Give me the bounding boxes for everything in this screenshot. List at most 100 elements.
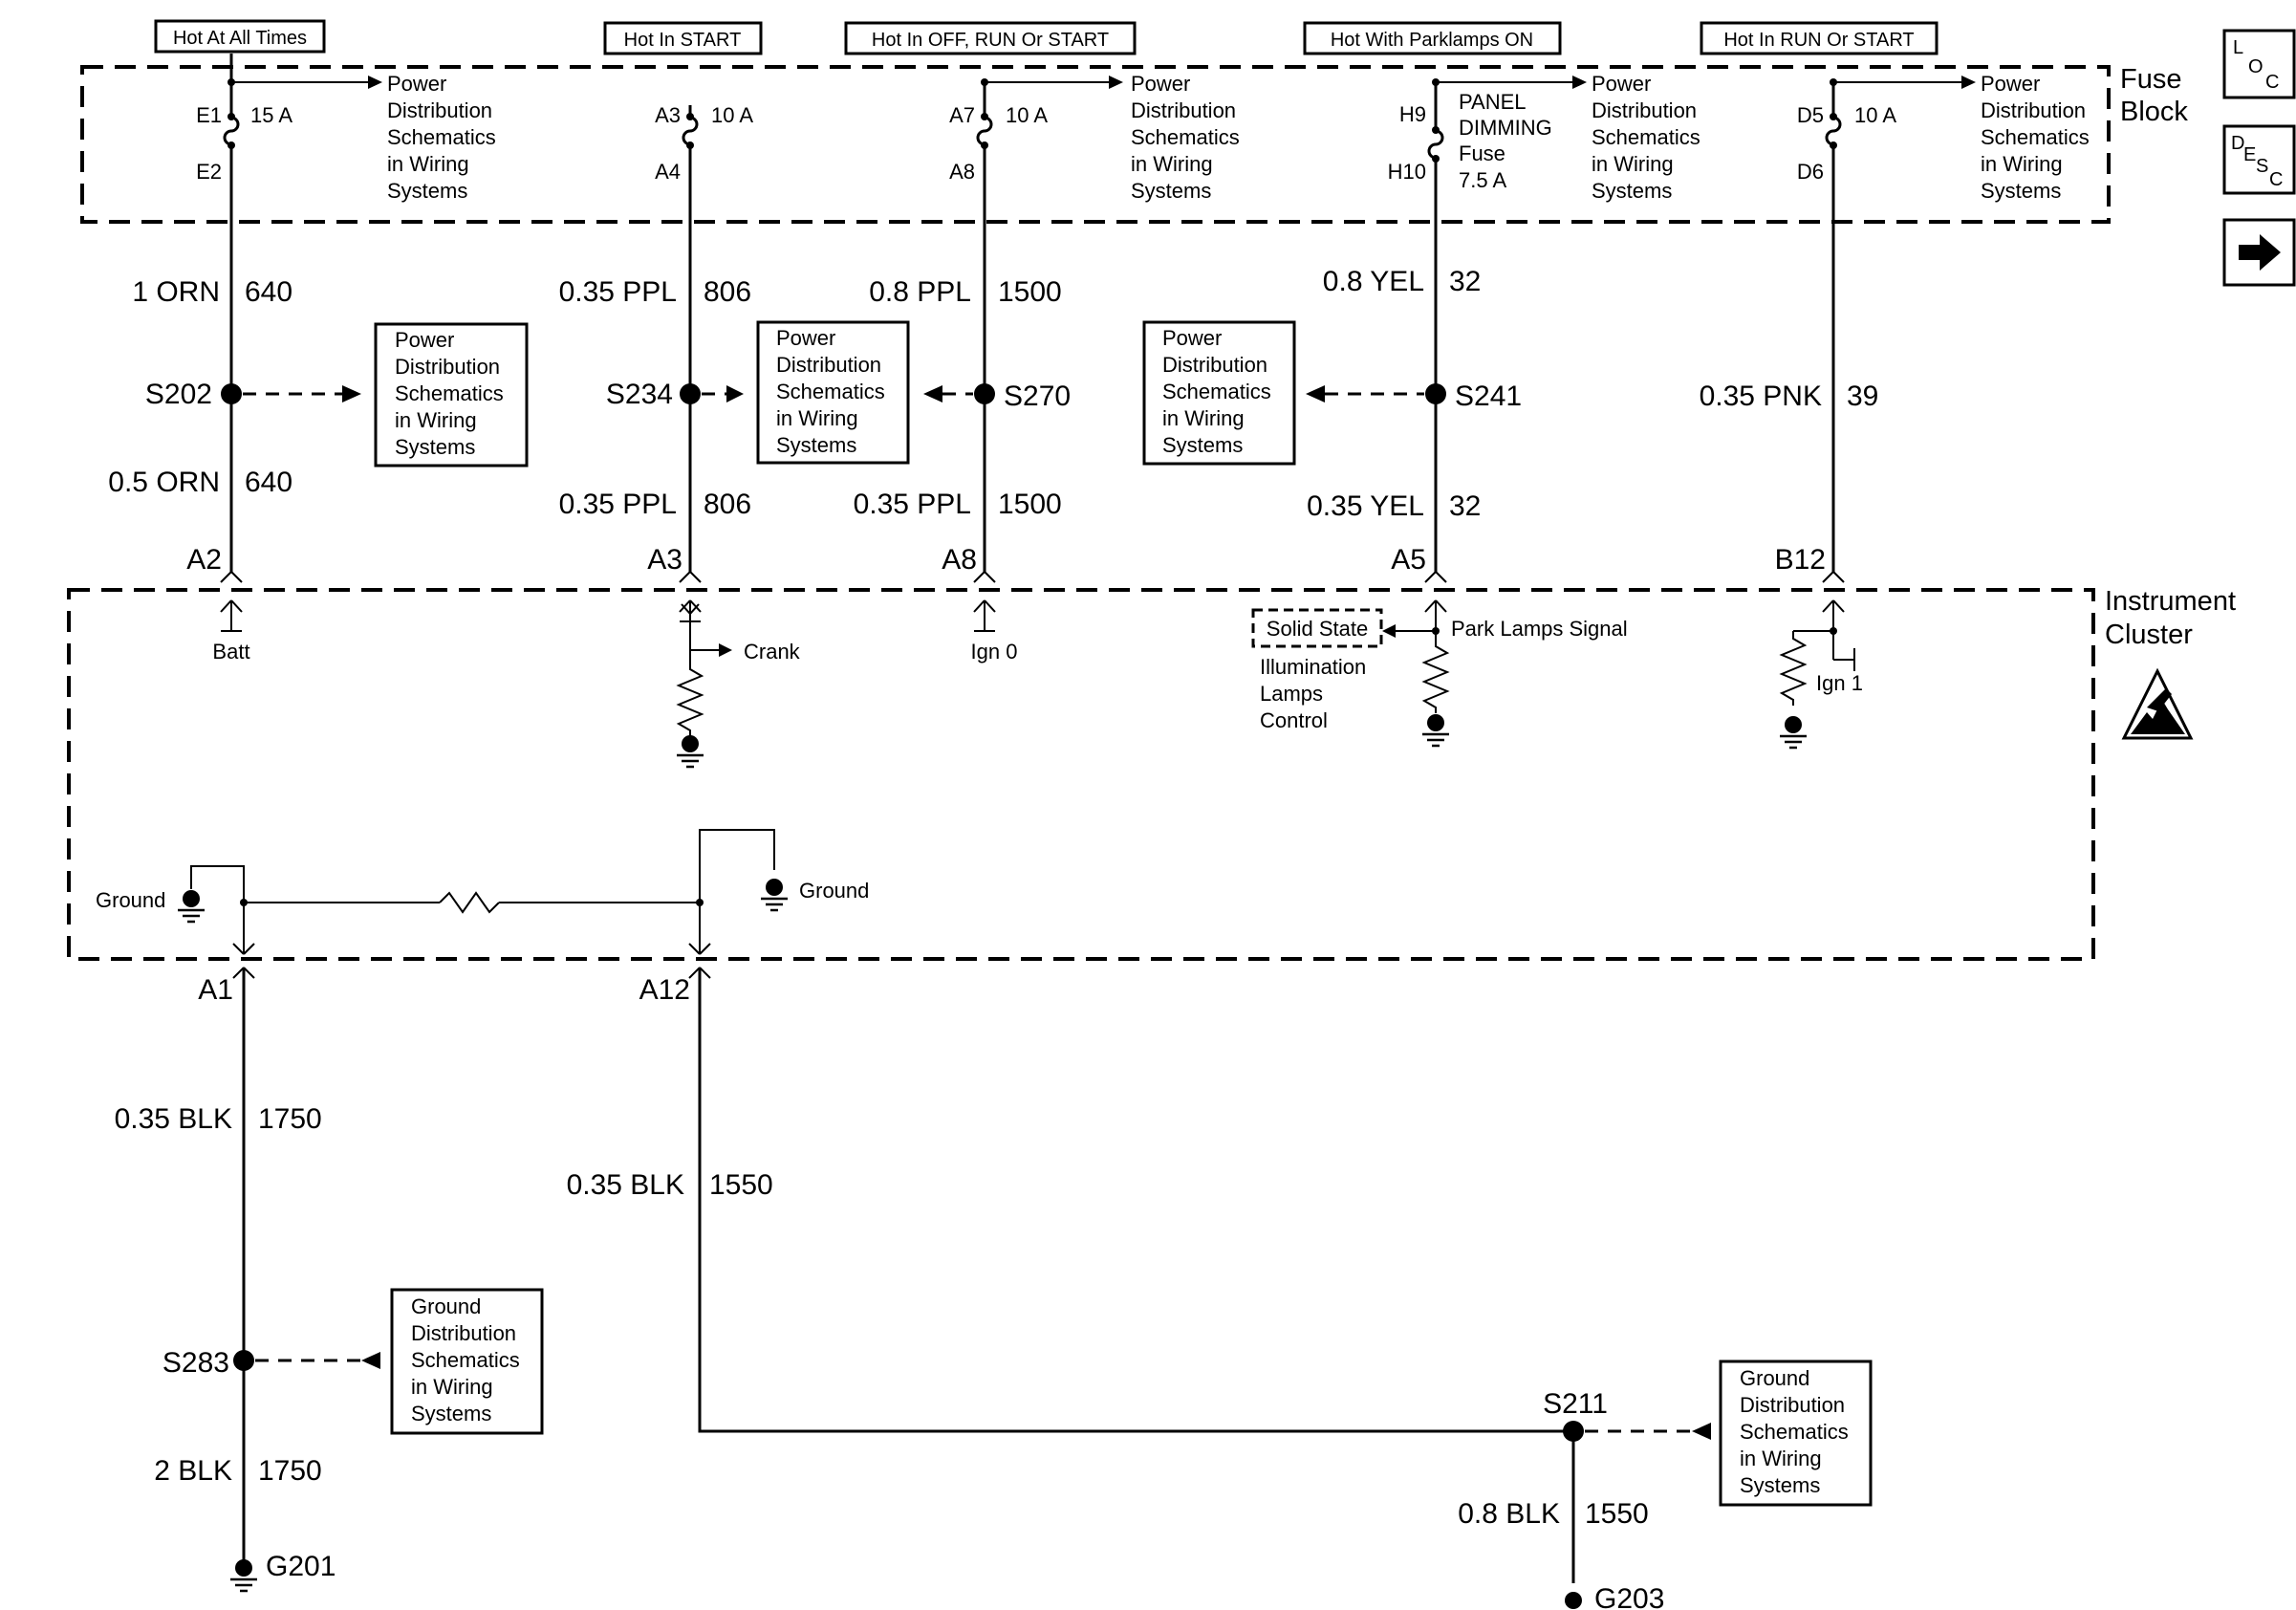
- svg-text:in Wiring: in Wiring: [411, 1375, 493, 1399]
- svg-text:Schematics: Schematics: [1740, 1420, 1849, 1444]
- instrument-cluster-label: Instrument: [2105, 586, 2236, 617]
- desc-button[interactable]: D E S C: [2222, 124, 2296, 195]
- splice-s211: [1563, 1421, 1584, 1442]
- fuse-power-refs: Power Distribution Schematics in Wiring …: [227, 72, 2090, 203]
- svg-text:Distribution: Distribution: [1131, 98, 1236, 122]
- svg-text:A2: A2: [186, 544, 222, 576]
- svg-text:in Wiring: in Wiring: [1981, 152, 2063, 176]
- svg-text:0.35 YEL: 0.35 YEL: [1307, 490, 1424, 522]
- svg-text:Cluster: Cluster: [2105, 620, 2193, 650]
- svg-text:Power: Power: [1162, 326, 1222, 350]
- instrument-cluster-outline: [67, 588, 2095, 961]
- svg-text:Schematics: Schematics: [1131, 125, 1240, 149]
- next-arrow-button[interactable]: [2222, 218, 2296, 287]
- svg-text:Schematics: Schematics: [1592, 125, 1700, 149]
- fuse-2: A3 A4 10 A: [655, 103, 753, 184]
- svg-text:S270: S270: [1004, 381, 1071, 412]
- svg-text:A8: A8: [942, 544, 977, 576]
- splice-s270: [974, 383, 995, 404]
- svg-text:G201: G201: [266, 1551, 336, 1582]
- svg-text:Block: Block: [2120, 97, 2188, 127]
- svg-text:A7: A7: [949, 103, 975, 127]
- loc-button[interactable]: L O C: [2222, 29, 2296, 99]
- svg-text:A8: A8: [949, 160, 975, 184]
- fuse-1: E1 E2 15 A: [196, 54, 292, 184]
- svg-text:0.35 PNK: 0.35 PNK: [1700, 381, 1822, 412]
- svg-text:1550: 1550: [1585, 1498, 1649, 1530]
- svg-text:Systems: Systems: [1981, 179, 2061, 203]
- svg-text:Systems: Systems: [387, 179, 467, 203]
- svg-text:Ign 0: Ign 0: [971, 640, 1018, 664]
- svg-text:Schematics: Schematics: [387, 125, 496, 149]
- svg-text:0.35 PPL: 0.35 PPL: [559, 276, 677, 308]
- power-ref-box-1: Power Distribution Schematics in Wiring …: [374, 322, 529, 468]
- svg-text:DIMMING: DIMMING: [1459, 116, 1552, 140]
- svg-text:0.35 PPL: 0.35 PPL: [559, 489, 677, 520]
- svg-text:Schematics: Schematics: [776, 380, 885, 403]
- svg-text:0.8 YEL: 0.8 YEL: [1323, 266, 1424, 297]
- svg-text:A1: A1: [198, 974, 233, 1006]
- svg-text:in Wiring: in Wiring: [1131, 152, 1213, 176]
- svg-text:806: 806: [704, 276, 751, 308]
- svg-text:Systems: Systems: [411, 1402, 491, 1425]
- svg-text:640: 640: [245, 276, 292, 308]
- svg-text:Ground: Ground: [411, 1295, 481, 1318]
- svg-text:640: 640: [245, 467, 292, 498]
- svg-text:0.8 PPL: 0.8 PPL: [869, 276, 971, 308]
- fuse4-power-ref-text: Power Distribution Schematics in Wiring …: [1592, 72, 1700, 203]
- solid-state-block: Solid State Illumination Lamps Control: [1251, 608, 1383, 732]
- circuit-1500: 0.8 PPL 1500 S270 0.35 PPL 1500 A8 Ign 0: [854, 145, 1071, 664]
- svg-text:Distribution: Distribution: [395, 355, 500, 379]
- svg-text:A3: A3: [655, 103, 681, 127]
- svg-text:Distribution: Distribution: [1162, 353, 1267, 377]
- fuse-block-label: Fuse: [2120, 64, 2181, 95]
- svg-text:PANEL: PANEL: [1459, 90, 1527, 114]
- svg-text:Power: Power: [1131, 72, 1190, 96]
- svg-text:D6: D6: [1797, 160, 1824, 184]
- power-label-5: Hot In RUN Or START: [1700, 21, 1939, 55]
- svg-text:S234: S234: [606, 379, 673, 410]
- svg-text:G203: G203: [1594, 1583, 1664, 1610]
- svg-text:0.35 BLK: 0.35 BLK: [115, 1103, 232, 1135]
- svg-text:O: O: [2248, 56, 2264, 77]
- svg-text:Crank: Crank: [744, 640, 801, 664]
- svg-text:Hot At All Times: Hot At All Times: [173, 28, 307, 49]
- svg-text:Hot In RUN Or START: Hot In RUN Or START: [1723, 30, 1914, 51]
- svg-text:Ground: Ground: [1740, 1366, 1809, 1390]
- svg-text:Schematics: Schematics: [395, 381, 504, 405]
- svg-text:39: 39: [1847, 381, 1878, 412]
- svg-text:S241: S241: [1455, 381, 1522, 412]
- svg-text:Systems: Systems: [776, 433, 856, 457]
- splice-s241: [1425, 383, 1446, 404]
- splice-s202: [221, 383, 242, 404]
- svg-text:Illumination: Illumination: [1260, 655, 1366, 679]
- svg-text:32: 32: [1449, 490, 1481, 522]
- svg-text:D: D: [2231, 133, 2244, 154]
- svg-text:Systems: Systems: [1592, 179, 1672, 203]
- svg-text:S283: S283: [162, 1347, 229, 1379]
- svg-text:1500: 1500: [998, 276, 1062, 308]
- svg-text:S: S: [2256, 156, 2268, 177]
- svg-text:Park Lamps Signal: Park Lamps Signal: [1451, 617, 1628, 641]
- svg-text:Systems: Systems: [1740, 1473, 1820, 1497]
- svg-text:Power: Power: [1592, 72, 1651, 96]
- svg-text:Schematics: Schematics: [1981, 125, 2090, 149]
- svg-text:C: C: [2265, 72, 2279, 93]
- svg-text:15 A: 15 A: [250, 103, 292, 127]
- fuse1-power-ref-text: Power Distribution Schematics in Wiring …: [387, 72, 496, 203]
- svg-text:0.8 BLK: 0.8 BLK: [1458, 1498, 1560, 1530]
- svg-text:S211: S211: [1543, 1388, 1608, 1420]
- svg-text:Distribution: Distribution: [776, 353, 881, 377]
- splice-s234: [680, 383, 701, 404]
- internal-ground-network: Ground Ground: [96, 829, 869, 955]
- svg-text:in Wiring: in Wiring: [1592, 152, 1674, 176]
- svg-text:Distribution: Distribution: [411, 1321, 516, 1345]
- svg-text:0.5 ORN: 0.5 ORN: [108, 467, 220, 498]
- svg-text:A3: A3: [647, 544, 682, 576]
- svg-text:Fuse: Fuse: [1459, 141, 1505, 165]
- svg-text:Systems: Systems: [1131, 179, 1211, 203]
- svg-text:A5: A5: [1391, 544, 1426, 576]
- power-ref-box-2: Power Distribution Schematics in Wiring …: [756, 320, 910, 465]
- esd-warning-icon: [2121, 667, 2194, 740]
